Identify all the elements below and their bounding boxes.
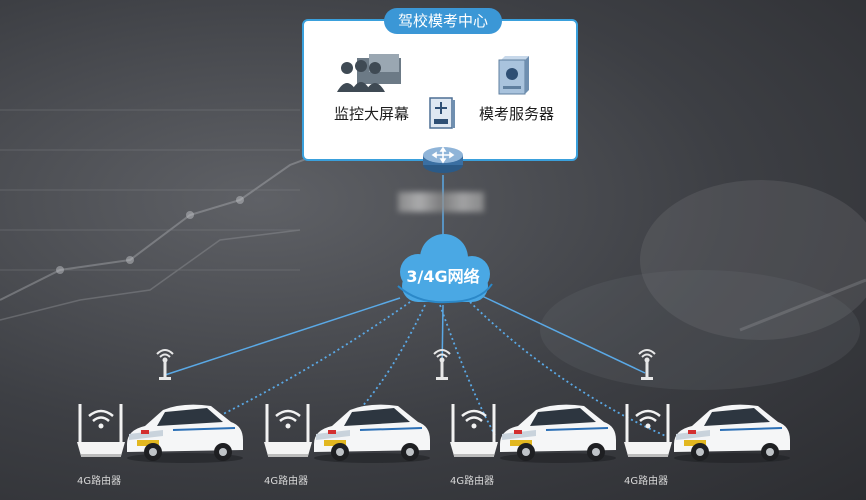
- vehicle-group-4: 4G路由器: [622, 398, 792, 488]
- antenna-icon: [433, 349, 451, 380]
- car-icon: [314, 404, 430, 463]
- router-label: 4G路由器: [450, 476, 495, 487]
- dotted-link-4: [469, 301, 669, 438]
- vehicle-group-2: 4G路由器: [262, 398, 432, 488]
- server-label: 模考服务器: [479, 105, 555, 123]
- router-label: 4G路由器: [624, 476, 669, 487]
- vehicle-group-3: 4G路由器: [448, 398, 618, 488]
- wifi-router-icon: [77, 404, 125, 457]
- car-icon: [674, 404, 790, 463]
- network-label: 3/4G网络: [406, 267, 480, 286]
- antenna-icon: [638, 349, 656, 380]
- antenna-icon: [156, 349, 174, 380]
- car-icon: [127, 404, 243, 463]
- server-icon: [498, 56, 529, 95]
- wifi-router-icon: [450, 404, 498, 457]
- router-label: 4G路由器: [77, 476, 122, 487]
- dotted-link-3: [439, 304, 496, 436]
- center-title: 驾校模考中心: [384, 8, 502, 34]
- antenna-link-3: [481, 295, 646, 374]
- antenna-link-1: [164, 297, 401, 376]
- router-hub-icon: [423, 146, 463, 173]
- cloud-icon: [397, 234, 493, 304]
- wifi-router-icon: [624, 404, 672, 457]
- router-label: 4G路由器: [264, 476, 309, 487]
- car-icon: [500, 404, 616, 463]
- blurred-text: [398, 192, 484, 212]
- users-monitor-icon: [337, 54, 401, 92]
- switch-icon: [429, 97, 455, 129]
- wifi-router-icon: [264, 404, 312, 457]
- monitor-label: 监控大屏幕: [334, 105, 410, 123]
- vehicle-group-1: 4G路由器: [75, 398, 245, 488]
